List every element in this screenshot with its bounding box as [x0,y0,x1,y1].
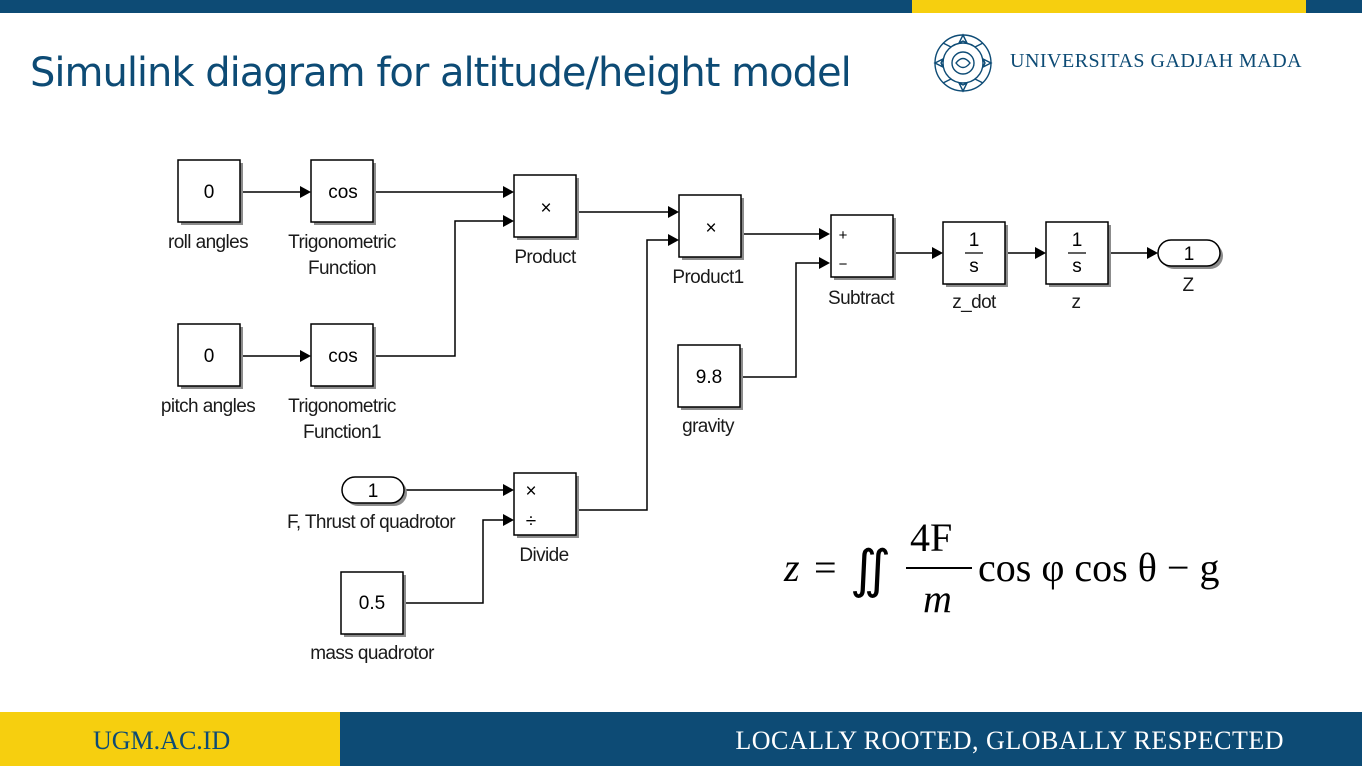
divide-multiply-sign: × [525,481,536,502]
footer-bar [340,712,1362,766]
subtract-minus-sign: − [839,256,848,273]
z-denominator: s [1072,256,1082,277]
product1-label: Product1 [672,267,743,288]
outport-label: Z [1182,275,1194,296]
footer-website[interactable]: UGM.AC.ID [93,726,231,755]
z-numerator: 1 [1072,230,1083,251]
gravity-label: gravity [682,416,735,437]
trig-function-text: cos [328,182,358,203]
z-label: z [1072,292,1081,313]
pitch-angles-value: 0 [204,346,215,367]
formula-denominator: m [923,576,952,621]
top-bar-accent [912,0,1306,13]
trig-function1-block[interactable]: cos Trigonometric Function1 [288,323,397,443]
mass-quadrotor-block[interactable]: 0.5 mass quadrotor [310,571,436,664]
university-logo [933,33,993,93]
pitch-angles-block[interactable]: 0 pitch angles [161,323,256,417]
thrust-inport[interactable]: 1 F, Thrust of quadrotor [287,476,457,533]
roll-angles-value: 0 [204,182,215,203]
signal-lines [240,186,1158,604]
subtract-plus-sign: + [839,227,848,244]
university-name: UNIVERSITAS GADJAH MADA [1010,50,1303,72]
trig-function-label-2: Function [308,258,376,279]
outport-value: 1 [1184,244,1195,265]
product-label: Product [514,247,577,268]
divide-divide-sign: ÷ [526,511,536,532]
roll-angles-block[interactable]: 0 roll angles [168,159,249,253]
subtract-block[interactable]: + − Subtract [828,214,896,309]
product1-block[interactable]: × Product1 [672,194,744,288]
formula-numerator: 4F [910,515,952,560]
thrust-inport-value: 1 [368,481,379,502]
trig-function-label-1: Trigonometric [288,232,396,253]
trig-function1-label-2: Function1 [303,422,381,443]
trig-function1-text: cos [328,346,358,367]
gravity-block[interactable]: 9.8 gravity [677,344,743,437]
z-dot-denominator: s [969,256,979,277]
mass-quadrotor-label: mass quadrotor [310,643,435,664]
product-symbol: × [540,198,551,219]
divide-block[interactable]: × ÷ Divide [513,472,579,566]
divide-label: Divide [519,545,568,566]
footer-tagline: LOCALLY ROOTED, GLOBALLY RESPECTED [735,726,1284,755]
footer-accent-bar [0,712,340,766]
page-title: Simulink diagram for altitude/height mod… [30,50,852,96]
z-dot-label: z_dot [952,292,997,313]
product1-symbol: × [705,218,716,239]
mass-quadrotor-value: 0.5 [359,593,385,614]
trig-function-block[interactable]: cos Trigonometric Function [288,159,397,279]
formula-trig-terms: cos φ cos θ − g [978,545,1219,590]
pitch-angles-label: pitch angles [161,396,255,417]
formula-equals: = [814,545,837,590]
formula-lhs: z [783,545,800,590]
thrust-inport-label: F, Thrust of quadrotor [287,512,456,533]
product-block[interactable]: × Product [513,174,579,268]
altitude-formula: z = ∬ 4F m cos φ cos θ − g [783,515,1219,621]
z-integrator-block[interactable]: 1 s z [1045,221,1111,313]
formula-integral: ∬ [850,542,891,599]
z-dot-numerator: 1 [969,230,980,251]
trig-function1-label-1: Trigonometric [288,396,396,417]
outport-z[interactable]: 1 Z [1157,239,1223,296]
z-dot-integrator-block[interactable]: 1 s z_dot [942,221,1008,313]
gravity-value: 9.8 [696,367,722,388]
roll-angles-label: roll angles [168,232,248,253]
subtract-label: Subtract [828,288,895,309]
